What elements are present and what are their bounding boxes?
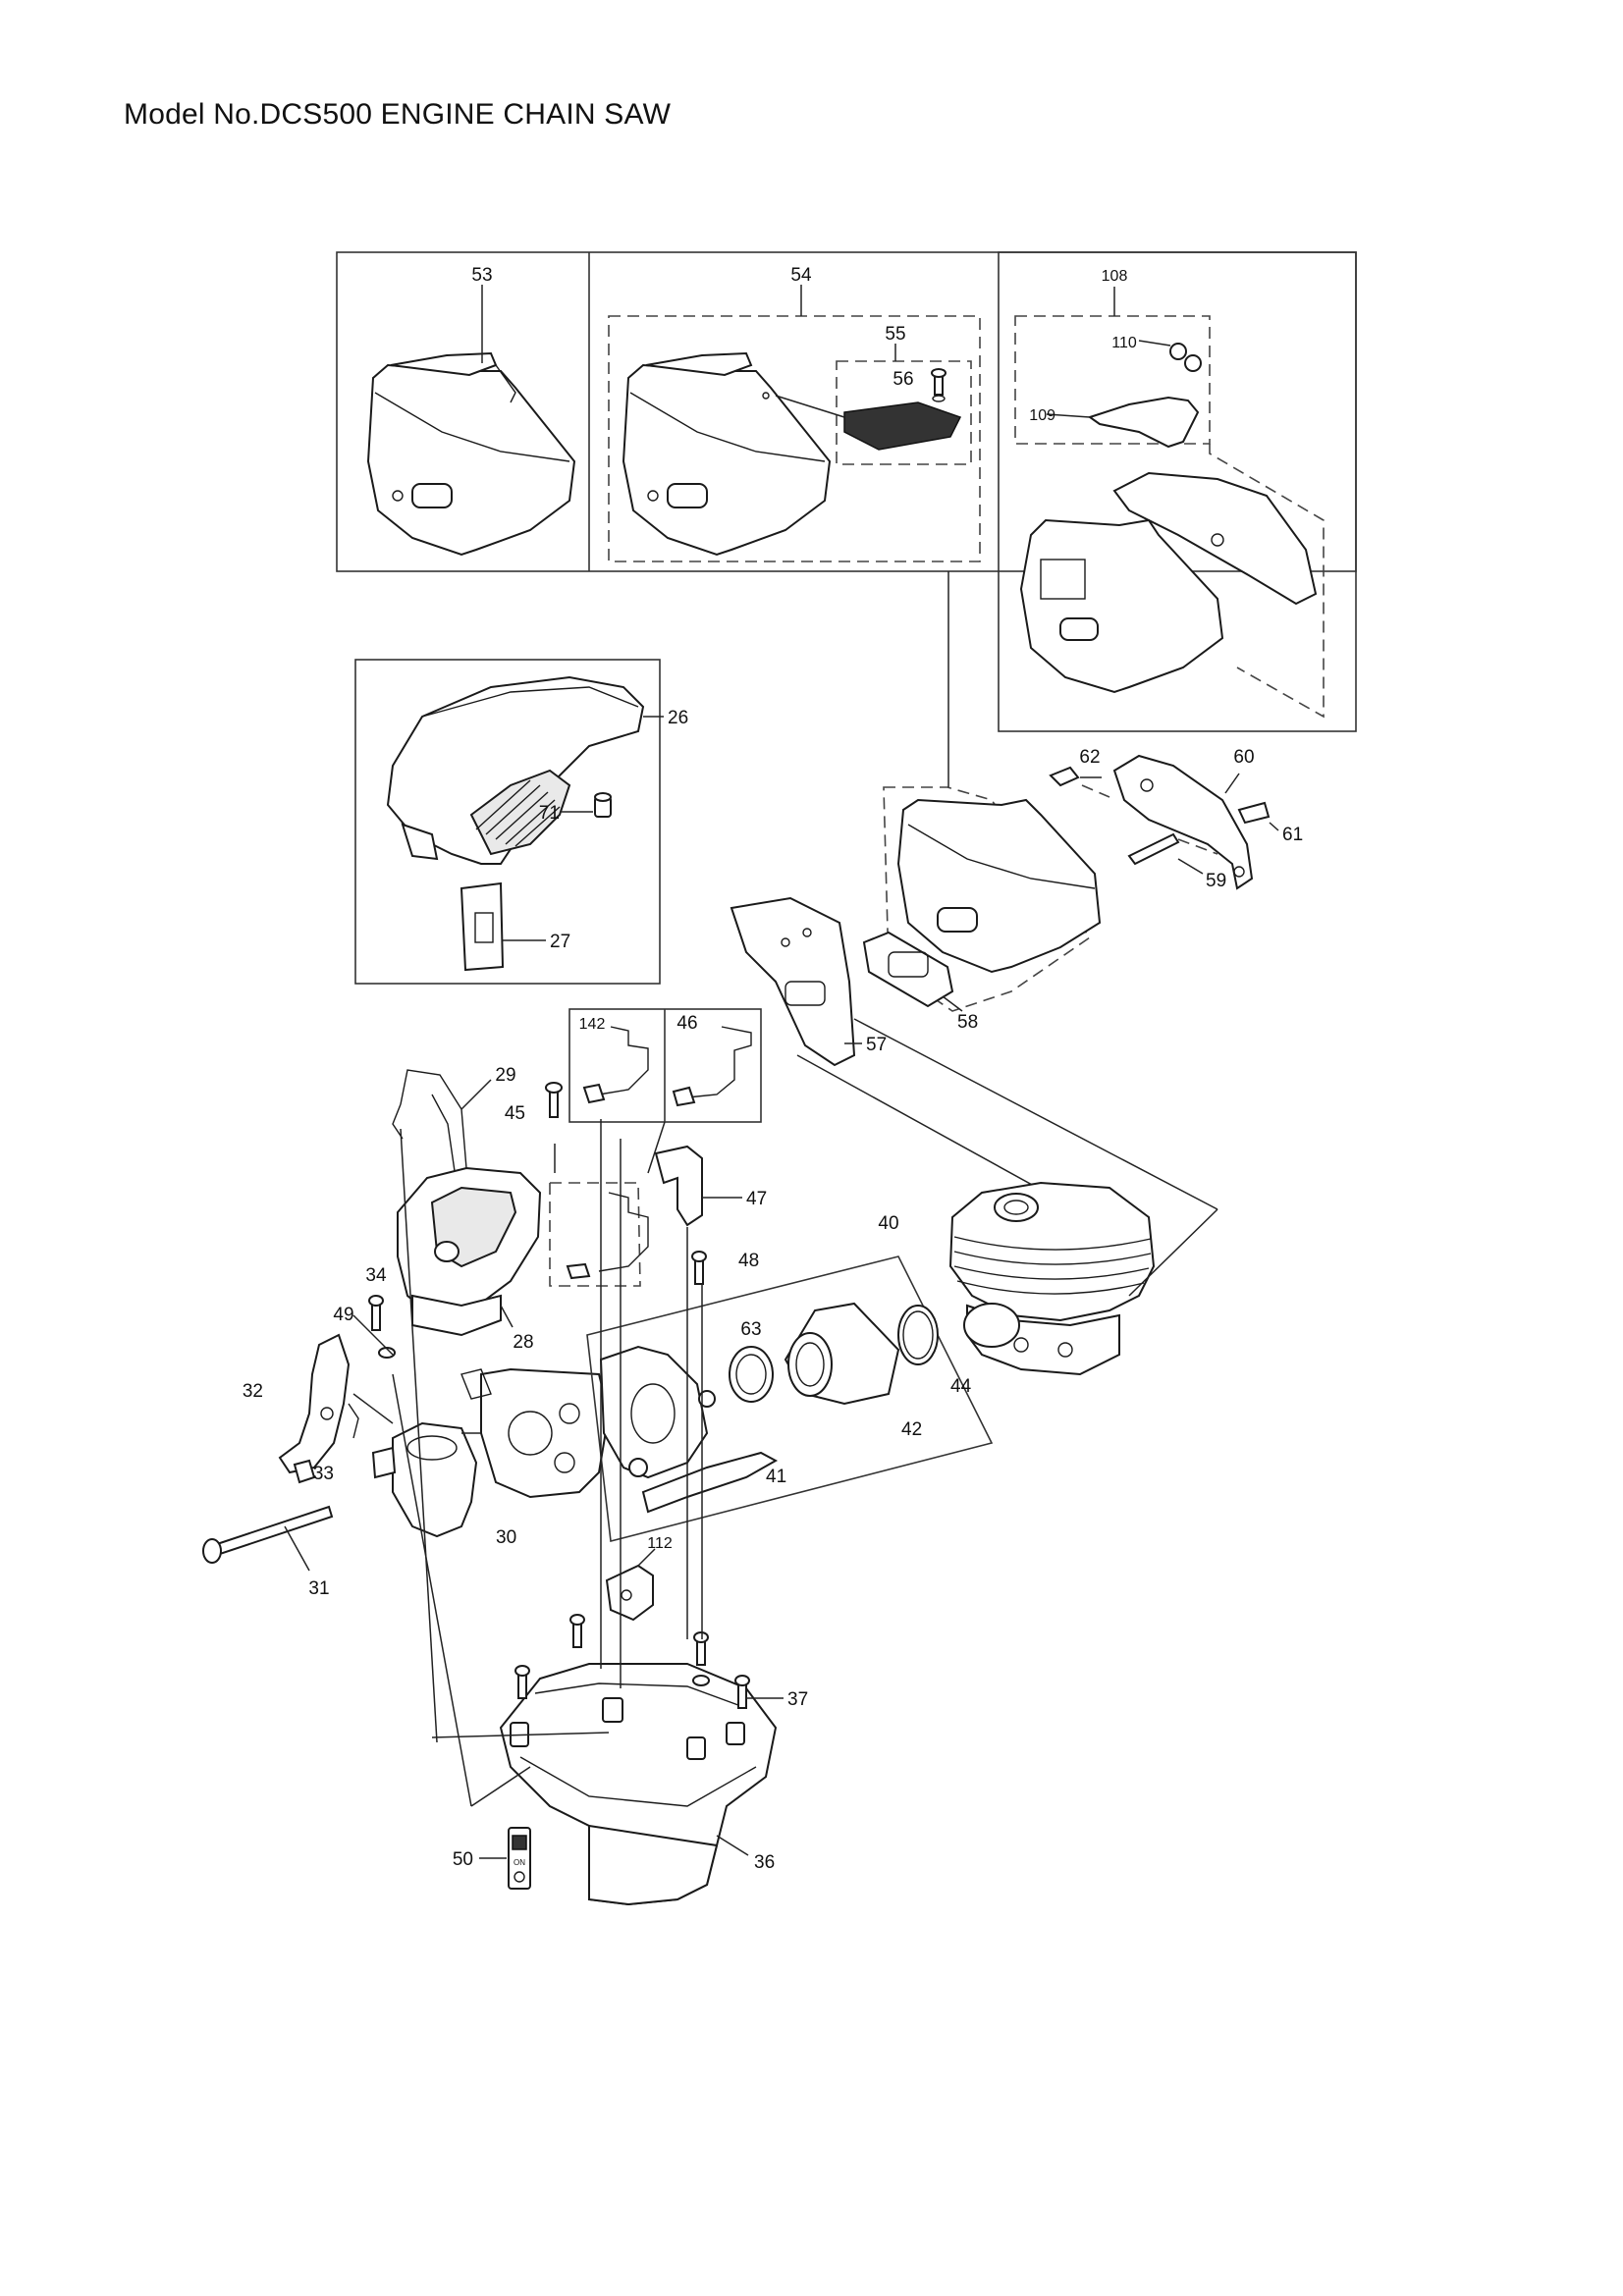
callout-53: 53 bbox=[471, 265, 492, 286]
bolt-31 bbox=[202, 1505, 334, 1572]
callout-34: 34 bbox=[365, 1265, 387, 1286]
switch-plate-50: ON bbox=[479, 1827, 531, 1890]
callout-28: 28 bbox=[513, 1332, 533, 1353]
screen-55 bbox=[775, 395, 962, 451]
callout-49: 49 bbox=[333, 1305, 353, 1325]
callout-31: 31 bbox=[308, 1578, 329, 1599]
callout-42: 42 bbox=[901, 1419, 922, 1440]
callout-62: 62 bbox=[1079, 747, 1100, 768]
screw-45 bbox=[545, 1082, 563, 1118]
callout-112: 112 bbox=[647, 1535, 673, 1552]
cover-assembly-108 bbox=[1019, 343, 1325, 719]
callout-110: 110 bbox=[1111, 335, 1137, 351]
callout-71: 71 bbox=[539, 803, 560, 824]
callout-63: 63 bbox=[740, 1319, 761, 1340]
callout-46: 46 bbox=[676, 1013, 697, 1034]
callout-48: 48 bbox=[738, 1251, 759, 1271]
lever-32 bbox=[278, 1333, 359, 1484]
callout-36: 36 bbox=[754, 1852, 775, 1873]
callout-37: 37 bbox=[787, 1689, 808, 1710]
screw-56 bbox=[931, 368, 947, 402]
callout-61: 61 bbox=[1282, 825, 1303, 845]
filter-base-28 bbox=[397, 1166, 542, 1337]
callout-56: 56 bbox=[893, 369, 913, 390]
top-cover-frames bbox=[336, 251, 1357, 732]
carburetor-assembly bbox=[371, 1367, 611, 1538]
callout-26: 26 bbox=[668, 708, 688, 728]
callout-47: 47 bbox=[746, 1189, 767, 1209]
base-screws bbox=[514, 1614, 784, 1709]
bracket-47 bbox=[654, 1145, 742, 1227]
cover-26-frame bbox=[354, 659, 661, 985]
cylinder bbox=[853, 1018, 1218, 1376]
callout-44: 44 bbox=[950, 1376, 972, 1397]
callout-59: 59 bbox=[1206, 871, 1226, 891]
mount-112 bbox=[605, 1548, 656, 1622]
callout-45: 45 bbox=[505, 1103, 525, 1124]
callout-142: 142 bbox=[579, 1016, 606, 1033]
callout-55: 55 bbox=[885, 324, 905, 345]
callout-60: 60 bbox=[1233, 747, 1254, 768]
screw-34-washer-49 bbox=[352, 1295, 396, 1359]
callout-30: 30 bbox=[496, 1527, 516, 1548]
switch-on-label: ON bbox=[514, 1858, 525, 1867]
callout-54: 54 bbox=[790, 265, 812, 286]
callout-33: 33 bbox=[313, 1464, 334, 1484]
handle-base-36 bbox=[499, 1663, 778, 1906]
screw-48 bbox=[691, 1251, 707, 1285]
callout-40: 40 bbox=[878, 1213, 898, 1234]
callout-32: 32 bbox=[243, 1381, 263, 1402]
callout-29: 29 bbox=[495, 1065, 515, 1086]
top-cover-26 bbox=[386, 675, 664, 972]
top-leaders bbox=[481, 285, 1279, 875]
intake-group-40 bbox=[586, 1255, 994, 1543]
brackets-142-46 bbox=[549, 1026, 752, 1287]
top-cover-54 bbox=[622, 351, 832, 557]
callout-108: 108 bbox=[1102, 268, 1128, 285]
callout-57: 57 bbox=[866, 1035, 887, 1055]
callout-109: 109 bbox=[1029, 407, 1055, 424]
muffler-group bbox=[730, 571, 1271, 1223]
callout-41: 41 bbox=[766, 1467, 786, 1487]
assembly-lines bbox=[352, 1119, 703, 1807]
callout-58: 58 bbox=[957, 1012, 978, 1033]
callout-50: 50 bbox=[453, 1849, 473, 1870]
top-cover-53 bbox=[366, 351, 576, 557]
page-title: Model No.DCS500 ENGINE CHAIN SAW bbox=[124, 98, 672, 131]
callout-27: 27 bbox=[550, 932, 570, 952]
callout-labels: 53 54 55 56 108 110 109 26 71 27 62 60 6… bbox=[243, 265, 1303, 1873]
